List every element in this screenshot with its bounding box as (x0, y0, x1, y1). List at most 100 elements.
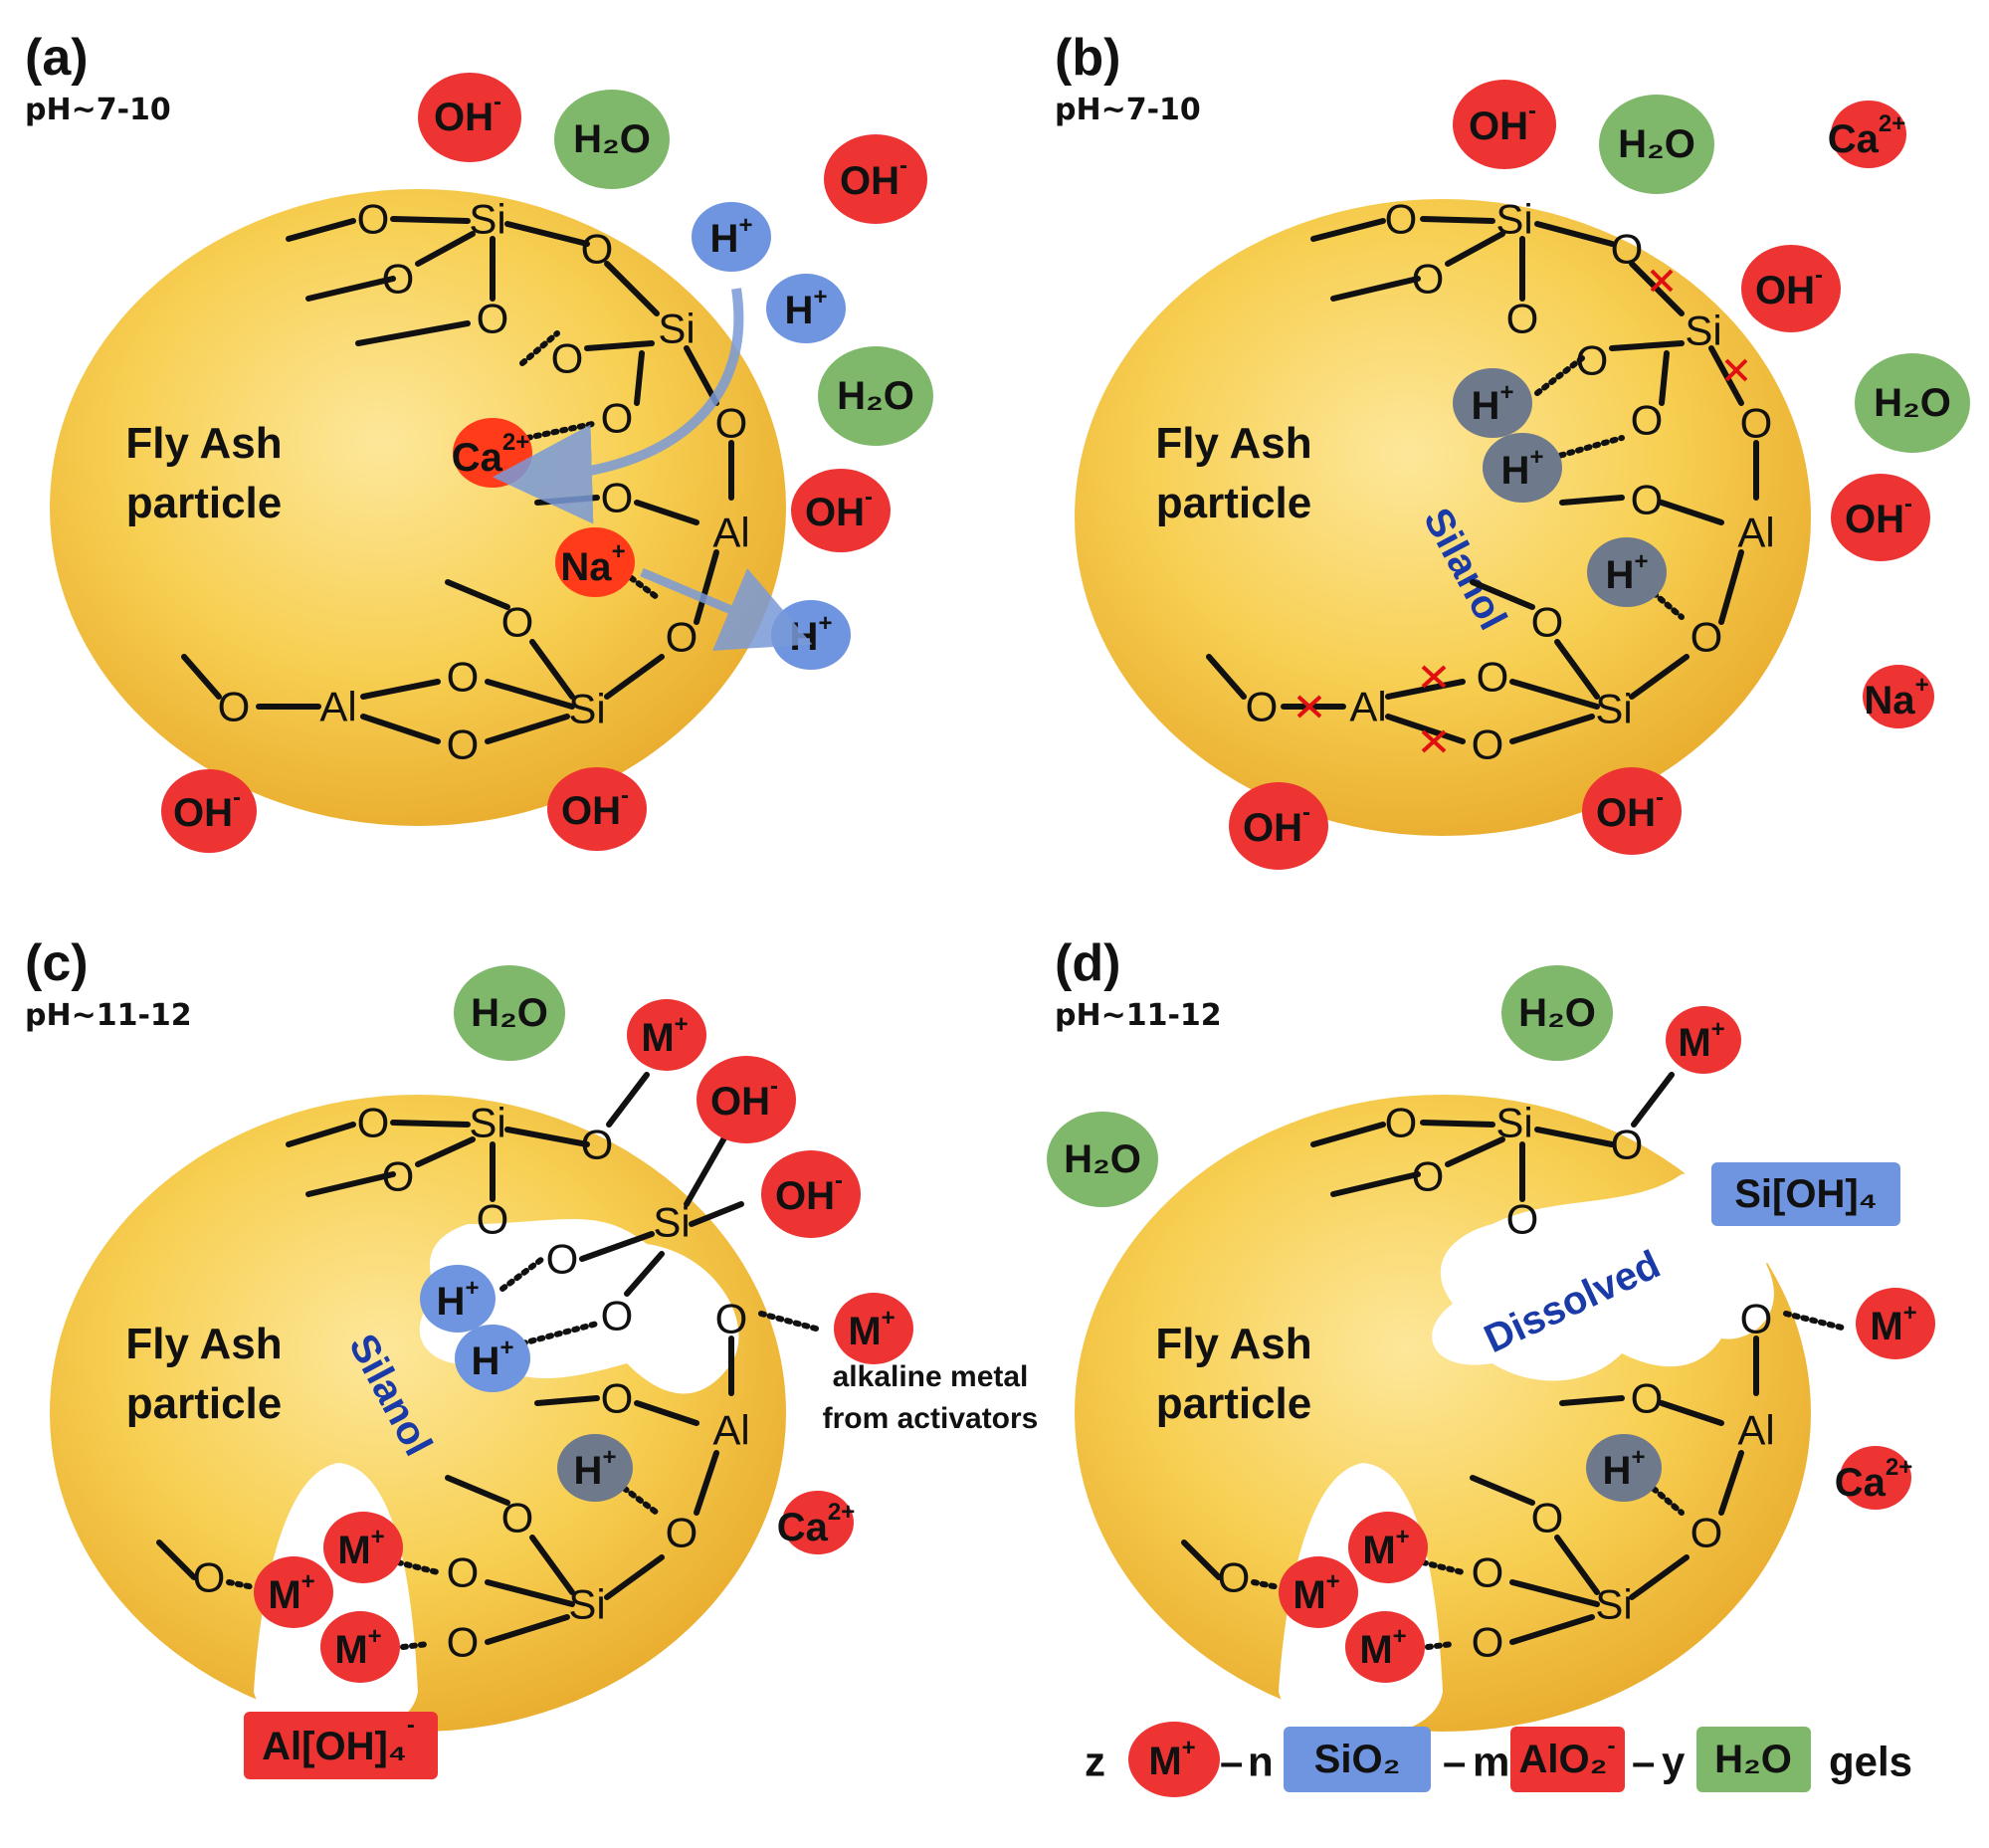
eq-m: M+ (1148, 1735, 1195, 1784)
atom-labels: O Si O O O Si O O O O Al O O O O Al Si O (1246, 196, 1775, 768)
eq-n: n (1248, 1739, 1274, 1785)
eq-dash: – (1220, 1739, 1243, 1785)
eq-sio2: SiO₂ (1314, 1738, 1401, 1781)
svg-text:H+: H+ (710, 212, 753, 262)
panel-d: (d) pH~11-12 Fly Ash particle Dissolved (1047, 934, 1935, 1797)
ion-m: M+ (1666, 1006, 1741, 1074)
eq-y: y (1662, 1739, 1686, 1785)
atom-o: O (1506, 1196, 1539, 1243)
svg-text:M+: M+ (268, 1568, 314, 1618)
atom-labels: O Si O O O Si O O O O Al O O O O Al Si O (218, 196, 750, 768)
atom-o: O (666, 614, 698, 661)
svg-text:M+: M+ (334, 1623, 381, 1673)
fly-ash-particle (1075, 199, 1811, 836)
svg-text:OH-: OH- (173, 784, 241, 836)
gel-equation: z M+ – n SiO₂ – m AlO₂- – y H₂O gels (1085, 1722, 1912, 1797)
atom-o: O (1472, 721, 1504, 768)
ion-na: Na+ (1863, 665, 1934, 728)
svg-text:OH-: OH- (1596, 784, 1664, 836)
atom-o: O (447, 721, 480, 768)
eq-h2o: H₂O (1714, 1738, 1792, 1781)
atom-al: Al (1737, 1407, 1774, 1454)
svg-text:M+: M+ (337, 1524, 384, 1573)
atom-o: O (715, 1296, 748, 1342)
atom-o: O (382, 256, 415, 303)
eq-dash: – (1632, 1739, 1655, 1785)
atom-o: O (666, 1510, 698, 1556)
bond-network (156, 1072, 819, 1650)
svg-text:H₂O: H₂O (1518, 991, 1596, 1035)
atom-si: Si (1595, 686, 1632, 732)
svg-text:OH-: OH- (1243, 799, 1310, 851)
atom-al: Al (712, 1407, 749, 1454)
atom-o: O (1631, 1375, 1664, 1422)
svg-text:Ca2+: Ca2+ (1835, 1454, 1913, 1506)
svg-text:H₂O: H₂O (1064, 1137, 1141, 1181)
panel-a-label: (a) (25, 29, 89, 87)
ion-oh: OH- (418, 73, 521, 162)
ion-oh: OH- (547, 767, 647, 851)
ion-h: H+ (1587, 537, 1667, 607)
activator-note-line1: alkaline metal (833, 1360, 1029, 1393)
ion-m: M+ (627, 999, 706, 1071)
svg-text:Na+: Na+ (1864, 672, 1928, 723)
atom-o: O (1477, 654, 1509, 701)
atom-o: O (447, 1549, 480, 1596)
eq-dash: – (1443, 1739, 1466, 1785)
ion-ca: Ca2+ (777, 1491, 855, 1554)
eq-gels: gels (1829, 1739, 1912, 1785)
svg-text:OH-: OH- (561, 782, 629, 834)
svg-text:H+: H+ (437, 1275, 480, 1325)
ion-m: M+ (834, 1293, 913, 1364)
atom-o: O (601, 395, 634, 442)
bond-network (1206, 216, 1759, 744)
atom-o: O (601, 1375, 634, 1422)
panel-b: (b) pH~7-10 Fly Ash particle Silanol (1055, 29, 1970, 870)
svg-text:M+: M+ (848, 1305, 895, 1354)
panel-a: (a) pH~7-10 Fly Ash particle (25, 29, 933, 853)
eq-alo2: AlO₂- (1519, 1733, 1616, 1782)
atom-o: O (218, 684, 251, 730)
atom-o: O (1385, 196, 1418, 243)
panel-b-ph: pH~7-10 (1055, 93, 1201, 127)
panel-b-label: (b) (1055, 29, 1120, 87)
ion-h2o: H₂O (818, 346, 933, 446)
svg-text:H+: H+ (574, 1444, 617, 1494)
atom-al: Al (1349, 684, 1386, 730)
atom-o: O (447, 654, 480, 701)
atom-o: O (447, 1619, 480, 1666)
particle-label-line2: particle (126, 479, 283, 527)
atom-o: O (1631, 477, 1664, 523)
svg-text:Al[OH]₄-: Al[OH]₄- (262, 1712, 415, 1769)
atom-o: O (1412, 1153, 1445, 1200)
svg-text:H+: H+ (472, 1335, 514, 1384)
svg-text:H₂O: H₂O (1874, 381, 1951, 425)
svg-text:OH-: OH- (434, 89, 501, 140)
svg-text:H₂O: H₂O (837, 374, 914, 418)
atom-o: O (1691, 1510, 1723, 1556)
panel-d-label: (d) (1055, 934, 1120, 992)
ion-m: M+ (1279, 1556, 1358, 1628)
ion-oh: OH- (791, 469, 891, 552)
ion-h2o: H₂O (1855, 353, 1970, 453)
atom-si: Si (469, 1100, 505, 1146)
ion-oh: OH- (1831, 474, 1930, 561)
atom-o: O (1691, 614, 1723, 661)
dissolution-cavity (1432, 1171, 1778, 1381)
atom-si: Si (568, 1581, 605, 1628)
exchange-arrow (493, 288, 744, 524)
atom-o: O (1631, 397, 1664, 444)
eq-z: z (1085, 1739, 1105, 1785)
particle-label-line2: particle (1156, 1379, 1312, 1428)
svg-text:M+: M+ (1359, 1623, 1406, 1673)
ion-oh: OH- (1453, 80, 1556, 169)
panel-c-label: (c) (25, 934, 89, 992)
species-si-oh4: Si[OH]₄ (1711, 1162, 1900, 1226)
ion-oh: OH- (761, 1150, 861, 1238)
ion-m: M+ (254, 1556, 333, 1628)
svg-text:OH-: OH- (1755, 262, 1823, 313)
ion-h2o: H₂O (454, 965, 565, 1061)
atom-si: Si (1685, 308, 1721, 354)
svg-text:Na+: Na+ (560, 538, 625, 590)
atom-si: Si (658, 306, 695, 352)
